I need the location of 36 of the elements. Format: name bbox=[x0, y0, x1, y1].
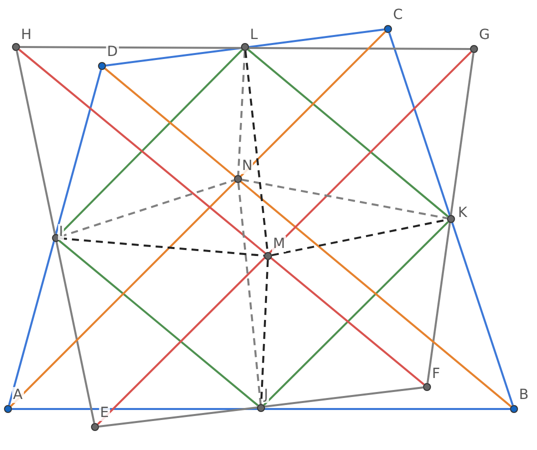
point-dot bbox=[510, 405, 518, 413]
line-segment bbox=[97, 51, 472, 425]
line-segment bbox=[18, 48, 425, 386]
point-dot bbox=[4, 405, 12, 413]
line-segment bbox=[10, 31, 386, 407]
line-segment bbox=[98, 386, 424, 428]
line-segment bbox=[104, 68, 512, 408]
line-segment bbox=[20, 46, 470, 50]
point-dot bbox=[470, 45, 478, 53]
point-dot bbox=[234, 175, 242, 183]
line-segment bbox=[237, 182, 262, 404]
point-dot bbox=[241, 43, 249, 51]
line-segment bbox=[426, 52, 474, 384]
point-label: E bbox=[99, 405, 110, 421]
point-dot bbox=[447, 215, 455, 223]
line-segment bbox=[8, 70, 102, 406]
line-segment bbox=[237, 50, 246, 176]
line-segment bbox=[16, 50, 96, 424]
point-label: N bbox=[241, 158, 254, 174]
line-segment bbox=[242, 178, 448, 220]
point-label: I bbox=[58, 224, 64, 240]
point-label: J bbox=[263, 387, 270, 403]
point-dot bbox=[91, 423, 99, 431]
point-dot bbox=[257, 404, 265, 412]
line-segment bbox=[388, 32, 514, 406]
line-segment bbox=[12, 408, 510, 410]
line-segment bbox=[247, 48, 449, 218]
point-dot bbox=[423, 383, 431, 391]
point-dot bbox=[384, 25, 392, 33]
point-label: A bbox=[12, 387, 24, 403]
line-segment bbox=[106, 28, 384, 66]
point-dot bbox=[12, 43, 20, 51]
line-segment bbox=[263, 221, 449, 406]
point-label: M bbox=[272, 236, 286, 252]
point-dot bbox=[98, 62, 106, 70]
line-segment bbox=[58, 240, 259, 406]
